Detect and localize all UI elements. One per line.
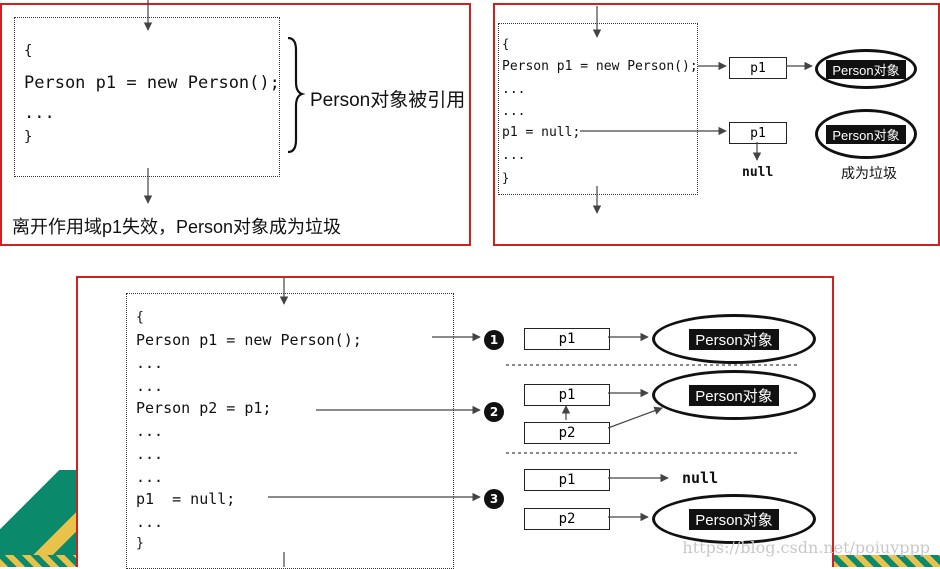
step-badge-1: 1: [484, 330, 504, 350]
reference-box-p2: p2: [524, 508, 610, 530]
person-object-garbage: Person对象: [815, 109, 917, 159]
step-badge-2: 2: [484, 402, 504, 422]
object-label: Person对象: [689, 508, 779, 530]
watermark: https://blog.csdn.net/poiuyppp: [682, 538, 930, 557]
step-badge-3: 3: [484, 489, 504, 509]
reference-box-p1-null: p1: [729, 122, 787, 144]
code-line: ...: [136, 354, 164, 372]
code-line: ...: [502, 104, 526, 119]
code-line: ...: [502, 148, 526, 163]
reference-label: p1: [558, 331, 576, 347]
person-object: Person对象: [815, 49, 917, 89]
code-line: ...: [136, 468, 164, 486]
code-line: }: [502, 171, 510, 185]
code-block: [14, 17, 280, 177]
code-line: p1 = null;: [136, 490, 236, 508]
object-label: Person对象: [689, 328, 779, 350]
code-line: ...: [136, 513, 164, 531]
garbage-label: 成为垃圾: [841, 165, 897, 181]
code-line: ...: [24, 103, 55, 123]
code-line: Person p2 = p1;: [136, 399, 272, 417]
code-line: {: [136, 310, 144, 325]
panel-multiple-references: { Person p1 = new Person(); ... ... Pers…: [76, 276, 834, 569]
object-label: Person对象: [826, 124, 906, 144]
reference-label: p1: [558, 387, 576, 403]
code-line: ...: [502, 82, 526, 97]
reference-label: p2: [558, 511, 576, 527]
reference-box-p1: p1: [524, 384, 610, 406]
object-label: Person对象: [826, 59, 906, 79]
code-line: Person p1 = new Person();: [502, 59, 698, 74]
reference-label: p1: [750, 125, 766, 141]
null-label: null: [742, 165, 774, 180]
code-line: ...: [136, 445, 164, 463]
reference-label: p2: [558, 425, 576, 441]
reference-label: p1: [558, 472, 576, 488]
person-object: Person对象: [652, 494, 816, 544]
code-line: }: [136, 536, 144, 551]
panel-scope-example: { Person p1 = new Person(); ... } Person…: [0, 3, 471, 246]
code-line: Person p1 = new Person();: [136, 331, 362, 349]
object-label: Person对象: [689, 384, 779, 406]
code-line: {: [24, 43, 33, 59]
person-object: Person对象: [652, 370, 816, 420]
panel-footer: 离开作用域p1失效，Person对象成为垃圾: [12, 217, 342, 237]
code-line: Person p1 = new Person();: [24, 73, 280, 93]
person-object: Person对象: [652, 314, 816, 364]
code-line: ...: [136, 422, 164, 440]
brace-note: Person对象被引用: [310, 90, 466, 111]
code-line: }: [24, 129, 33, 145]
panel-null-assignment: { Person p1 = new Person(); ... ... p1 =…: [493, 3, 940, 246]
code-line: p1 = null;: [502, 125, 581, 140]
reference-box-p1: p1: [524, 328, 610, 350]
code-line: {: [502, 37, 510, 51]
reference-box-p2: p2: [524, 422, 610, 444]
reference-box-p1: p1: [524, 469, 610, 491]
null-label: null: [682, 469, 719, 487]
reference-box-p1: p1: [729, 57, 787, 79]
code-line: ...: [136, 377, 164, 395]
reference-label: p1: [750, 60, 766, 76]
code-block: [498, 23, 698, 195]
